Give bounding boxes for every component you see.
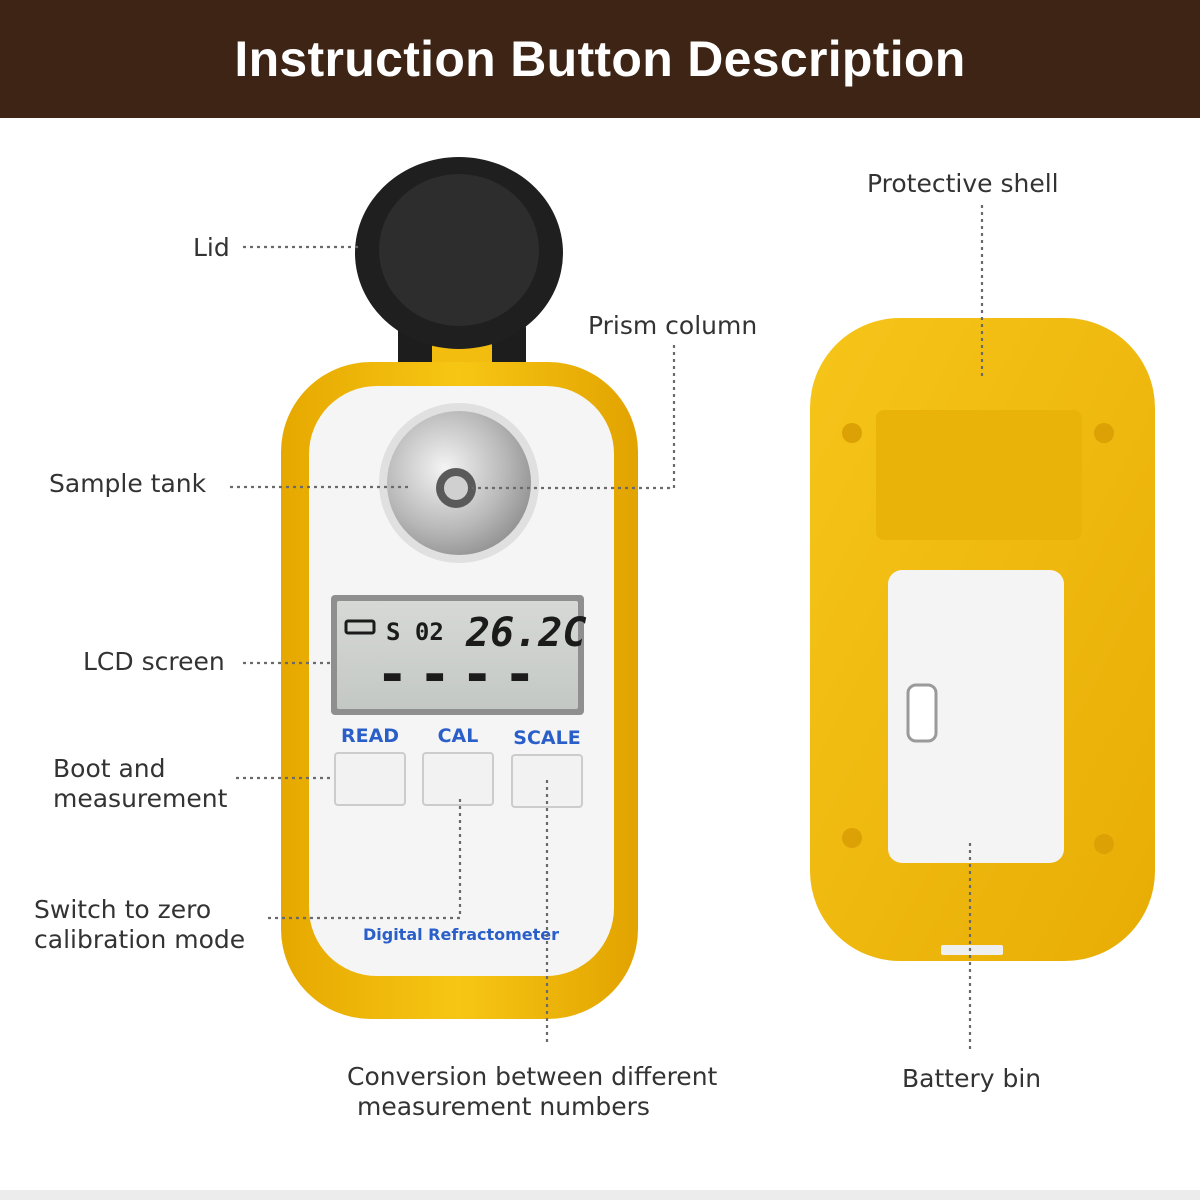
shell-recess	[876, 410, 1082, 540]
lcd-mode-text: S 02	[386, 618, 444, 646]
shell-dot	[842, 828, 862, 848]
zero-label-line1: Switch to zero	[34, 895, 212, 924]
cal-button[interactable]	[422, 752, 494, 806]
header-banner: Instruction Button Description	[0, 0, 1200, 118]
lcd-temperature-text: 26.2C	[465, 610, 586, 656]
boot-label-line1: Boot and	[53, 754, 166, 783]
sample-tank-label: Sample tank	[49, 469, 207, 498]
front-device: S 02 26.2C ---- READ CAL SCALE Digital R…	[281, 157, 638, 1019]
shell-dot	[1094, 423, 1114, 443]
page-title: Instruction Button Description	[234, 31, 966, 87]
boot-measurement-label: Boot and measurement	[53, 754, 227, 814]
bottom-port	[941, 945, 1003, 955]
bottom-divider	[0, 1190, 1200, 1200]
lcd-screen-label: LCD screen	[83, 647, 225, 676]
zero-calibration-leader	[268, 797, 462, 920]
lid-label: Lid	[193, 233, 230, 262]
scale-button-label: SCALE	[513, 727, 580, 749]
protective-shell-label: Protective shell	[867, 169, 1059, 198]
brand-label: Digital Refractometer	[363, 925, 559, 944]
battery-bin-label: Battery bin	[902, 1064, 1042, 1093]
shell-dot	[842, 423, 862, 443]
prism-column-leader	[472, 345, 676, 490]
battery-indicator-icon	[344, 619, 376, 635]
zero-calibration-label: Switch to zero calibration mode	[34, 895, 245, 955]
read-button[interactable]	[334, 752, 406, 806]
back-device	[810, 318, 1155, 961]
boot-label-line2: measurement	[53, 784, 228, 813]
conversion-label-line2: measurement numbers	[357, 1092, 650, 1121]
battery-bin	[888, 570, 1064, 863]
prism-column-label: Prism column	[588, 311, 758, 340]
lcd-screen	[337, 601, 578, 709]
cal-button-label: CAL	[438, 725, 479, 747]
callout-lines	[230, 205, 984, 1052]
zero-label-line2: calibration mode	[34, 925, 246, 954]
conversion-label: Conversion between different measurement…	[347, 1062, 717, 1122]
shell-dot	[1094, 834, 1114, 854]
conversion-label-line1: Conversion between different	[347, 1062, 718, 1091]
read-button-label: READ	[341, 725, 399, 747]
lid-inner	[379, 174, 539, 326]
battery-latch	[906, 683, 938, 743]
prism-lens	[444, 476, 468, 500]
lcd-reading-text: ----	[376, 643, 546, 706]
